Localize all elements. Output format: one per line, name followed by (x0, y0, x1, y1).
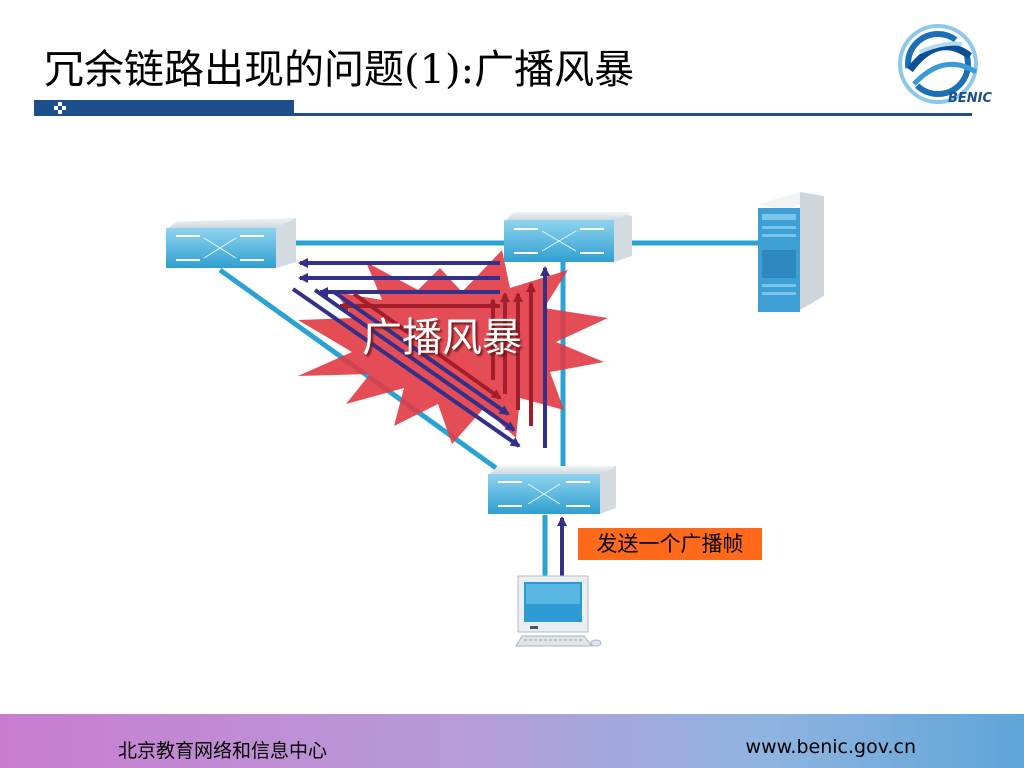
switch-left (166, 218, 296, 268)
switch-bottom (488, 466, 616, 514)
send-broadcast-frame-label: 发送一个广播帧 (578, 528, 762, 560)
title-rule-bar (34, 100, 294, 116)
logo-text: BENIC (948, 91, 993, 106)
arrows-to-left-switch (298, 258, 500, 311)
arrows-to-top-switch (488, 266, 550, 448)
workstation-icon (515, 575, 602, 647)
switch-top (504, 212, 632, 262)
server-icon (758, 192, 824, 312)
title-rule-line (294, 113, 972, 116)
slide-title: 冗余链路出现的问题(1):广播风暴 (44, 47, 635, 93)
footer-url: www.benic.gov.cn (745, 736, 916, 758)
footer-bar: 北京教育网络和信息中心 www.benic.gov.cn (0, 714, 1024, 768)
arrows-to-bottom-switch (291, 287, 521, 448)
benic-logo-icon: BENIC (898, 24, 993, 106)
bullet-icon (54, 102, 66, 114)
broadcast-storm-label: 广播风暴 (362, 315, 522, 361)
footer-organization: 北京教育网络和信息中心 (118, 740, 328, 762)
